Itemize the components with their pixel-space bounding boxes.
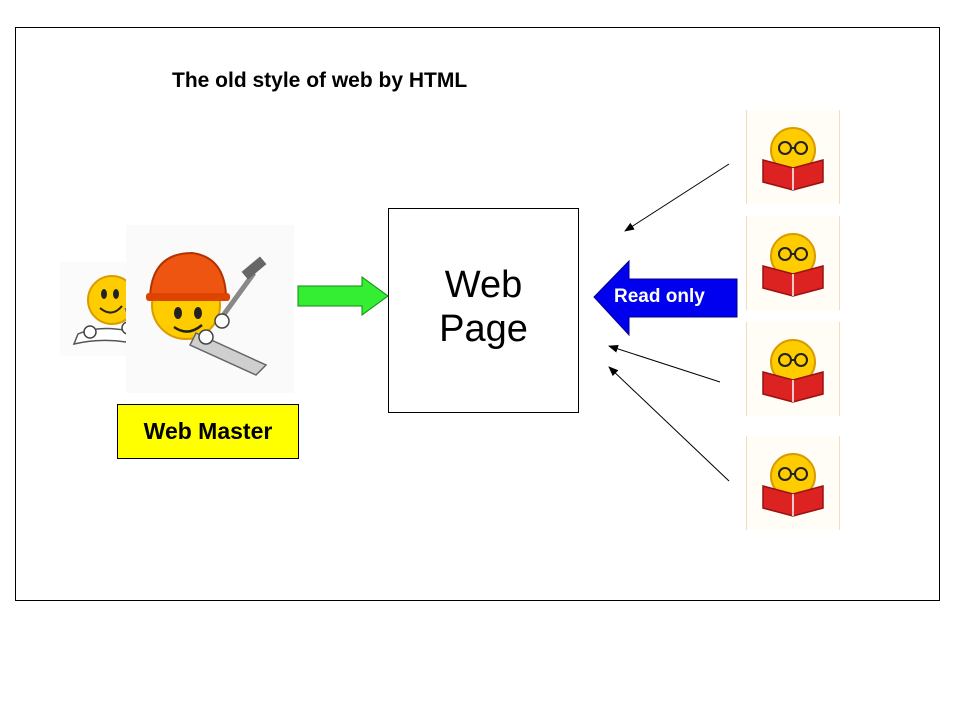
builder-smiley-icon: [126, 225, 294, 393]
reader-smiley-icon: [746, 322, 840, 416]
reader-smiley-icon: [746, 110, 840, 204]
reader-smiley-icon: [746, 436, 840, 530]
web-page-line2: Page: [439, 308, 528, 350]
web-page-box: Web Page: [388, 208, 579, 413]
reader-arrow: [608, 344, 721, 383]
web-page-text: Web Page: [389, 263, 578, 351]
blue-arrow: [593, 259, 738, 337]
reader-smiley-icon: [746, 216, 840, 310]
web-master-label: Web Master: [117, 404, 299, 459]
web-page-line1: Web: [444, 264, 523, 306]
reader-arrow: [608, 366, 730, 482]
green-arrow: [297, 276, 389, 316]
diagram-title: The old style of web by HTML: [172, 69, 468, 92]
read-only-label: Read only: [614, 286, 705, 307]
reader-arrow: [624, 163, 730, 232]
